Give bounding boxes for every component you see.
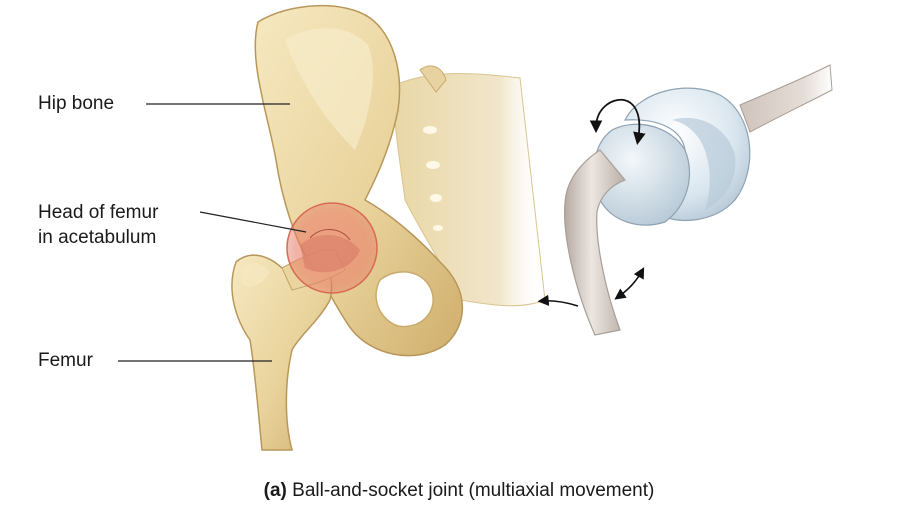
figure-caption: (a) Ball-and-socket joint (multiaxial mo… — [0, 480, 918, 502]
leader-line-head-of-femur — [199, 211, 307, 233]
caption-tag: (a) — [263, 480, 287, 501]
leader-lines — [118, 103, 307, 362]
label-in-acetabulum: in acetabulum — [38, 227, 157, 248]
label-hip-bone: Hip bone — [38, 93, 115, 114]
rotation-arrow-icon — [589, 98, 646, 145]
head-of-femur-highlight — [286, 202, 378, 294]
label-head-of-femur: Head of femur — [38, 202, 159, 223]
hip-bone — [254, 5, 464, 357]
curved-arrow-icon — [537, 267, 645, 307]
caption-text: Ball-and-socket joint (multiaxial moveme… — [286, 480, 655, 501]
joint-model — [564, 64, 833, 336]
label-femur: Femur — [38, 350, 93, 371]
